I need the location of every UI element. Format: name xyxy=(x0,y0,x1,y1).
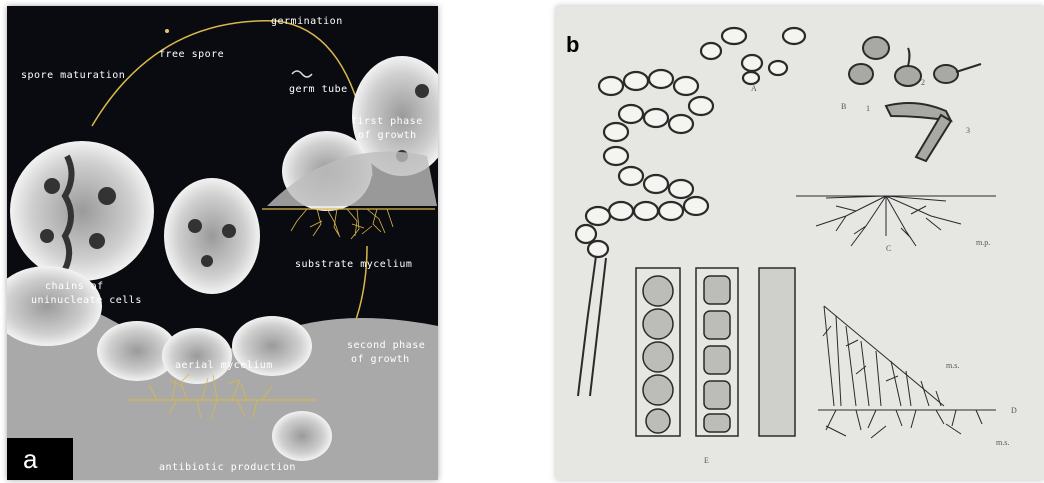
colony-left-spot-2 xyxy=(98,187,116,205)
colony-left-spot-4 xyxy=(40,229,54,243)
label-germination: germination xyxy=(271,16,343,27)
aerial-mycelium-d xyxy=(818,306,996,438)
label-second-phase-line2: of growth xyxy=(351,354,410,365)
label-substrate-mycelium: substrate mycelium xyxy=(295,259,412,270)
label-mu-1: m.s. xyxy=(946,361,959,370)
label-c: C xyxy=(886,244,891,253)
label-second-phase-line1: second phase xyxy=(347,340,425,351)
label-first-phase-line1: first phase xyxy=(351,116,423,127)
label-mu-3: m.p. xyxy=(976,238,990,247)
colony-center-spot-1 xyxy=(188,219,202,233)
colony-left-spot-3 xyxy=(89,233,105,249)
label-antibiotic-production: antibiotic production xyxy=(159,462,296,473)
label-number-1: 1 xyxy=(866,104,870,113)
label-a: A xyxy=(751,84,757,93)
label-chains-line2: uninucleate cells xyxy=(31,295,142,306)
label-first-phase-line2: of growth xyxy=(358,130,417,141)
label-spore-maturation: spore maturation xyxy=(21,70,125,81)
label-e: E xyxy=(704,456,709,465)
label-mu-2: m.s. xyxy=(996,438,1009,447)
colony-left xyxy=(10,141,154,281)
colony-bottom-mid2 xyxy=(162,328,232,384)
hyphae-segments-e xyxy=(636,268,795,436)
panel-a-badge: a xyxy=(7,438,73,480)
colony-bottom-right xyxy=(272,411,332,461)
colony-center-spot-3 xyxy=(201,255,213,267)
substrate-mycelium-c xyxy=(796,196,996,246)
colony-left-spot-1 xyxy=(44,178,60,194)
label-germ-tube: germ tube xyxy=(289,84,348,95)
morphology-illustration xyxy=(556,6,1044,480)
panel-b-morphology: b A B 1 2 3 C m.p. m.s. D m.s. E xyxy=(556,6,1044,480)
label-chains-line1: chains of xyxy=(45,281,104,292)
label-aerial-mycelium: aerial mycelium xyxy=(175,360,273,371)
label-free-spore: free spore xyxy=(159,49,224,60)
label-number-3: 3 xyxy=(966,126,970,135)
substrate-hyphae xyxy=(291,209,393,239)
germ-tube-shape xyxy=(292,71,312,77)
label-b: B xyxy=(841,102,846,111)
panel-b-badge: b xyxy=(566,32,579,58)
germinating-spores-b xyxy=(849,37,981,161)
colony-right-spot-1 xyxy=(415,84,429,98)
panel-a-life-cycle: germination free spore spore maturation … xyxy=(7,6,438,480)
colony-center xyxy=(164,178,260,294)
spore-chain-a xyxy=(576,28,805,257)
colony-center-spot-2 xyxy=(222,224,236,238)
label-number-2: 2 xyxy=(921,78,925,87)
label-d: D xyxy=(1011,406,1017,415)
free-spore-dot xyxy=(165,29,169,33)
